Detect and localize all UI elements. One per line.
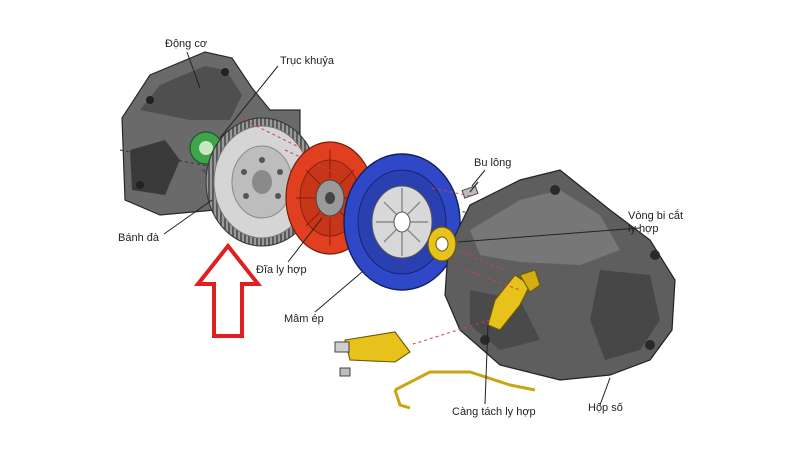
assembly-guides bbox=[239, 117, 521, 346]
label-release-bearing-line1: Vòng bi cắt bbox=[628, 210, 684, 222]
release-bearing bbox=[427, 226, 457, 262]
label-flywheel: Bánh đà bbox=[118, 232, 159, 244]
label-engine: Động cơ bbox=[165, 38, 208, 50]
label-crankshaft: Trục khuỷa bbox=[280, 55, 335, 67]
gearbox-housing bbox=[444, 169, 676, 381]
pressure-plate bbox=[343, 153, 461, 291]
label-release-bearing-line2: ly hợp bbox=[628, 223, 659, 235]
red-up-arrow-icon bbox=[193, 242, 263, 338]
slave-cylinder bbox=[334, 331, 536, 410]
label-bolt: Bu lông bbox=[474, 157, 512, 169]
label-clutch-disc: Đĩa ly hợp bbox=[256, 264, 307, 276]
label-release-fork: Càng tách ly hợp bbox=[452, 406, 536, 418]
label-gearbox: Hộp số bbox=[588, 402, 623, 414]
label-release-bearing: Vòng bi cắt ly hợp bbox=[628, 210, 683, 236]
label-pressure-plate: Mâm ép bbox=[284, 313, 324, 325]
leader-lines bbox=[163, 51, 641, 406]
release-fork bbox=[487, 269, 541, 331]
